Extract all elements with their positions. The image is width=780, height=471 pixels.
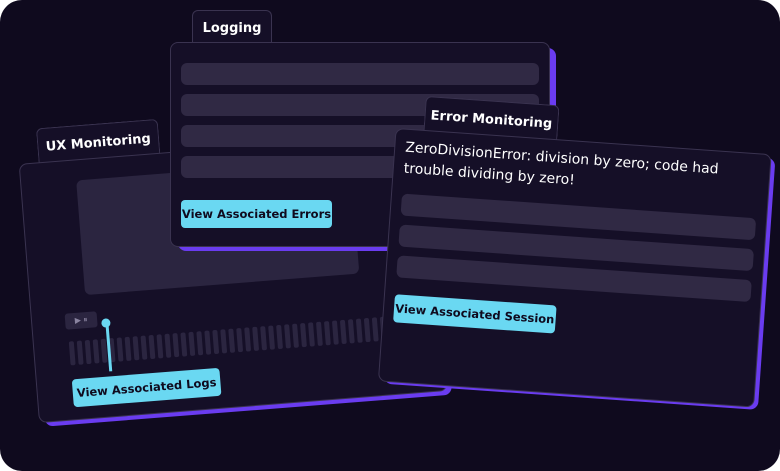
timeline-tick — [132, 336, 140, 361]
timeline-tick — [300, 322, 307, 348]
view-associated-session-button[interactable]: View Associated Session — [393, 294, 557, 334]
timeline-tick — [284, 324, 291, 349]
timeline-tick — [236, 327, 244, 353]
view-associated-logs-button[interactable]: View Associated Logs — [71, 367, 222, 408]
timeline-tick — [92, 339, 100, 364]
timeline-tick — [180, 332, 188, 357]
timeline-tick — [276, 324, 283, 350]
error-monitoring-panel: ZeroDivisionError: division by zero; cod… — [377, 127, 772, 408]
timeline-tick — [204, 330, 212, 355]
timeline-tick — [164, 333, 172, 358]
playhead-handle[interactable] — [101, 318, 111, 328]
logging-title: Logging — [202, 20, 262, 36]
timeline-tick — [355, 318, 363, 343]
timeline-tick — [268, 325, 276, 350]
play-pause-icon[interactable]: ▶ ⏸ — [64, 311, 98, 330]
timeline-tick — [244, 327, 252, 352]
timeline-tick — [363, 317, 371, 343]
timeline-tick — [156, 334, 164, 359]
error-message: ZeroDivisionError: division by zero; cod… — [403, 139, 720, 189]
ux-monitoring-title: UX Monitoring — [45, 130, 152, 155]
timeline-tick — [252, 326, 260, 352]
timeline-tick — [196, 331, 204, 356]
timeline-tick — [68, 341, 76, 366]
log-line — [181, 63, 539, 85]
timeline-tick — [292, 323, 299, 348]
timeline-tick — [323, 321, 331, 346]
timeline-tick — [124, 336, 132, 362]
timeline-track[interactable] — [68, 314, 415, 367]
timeline-tick — [148, 334, 156, 360]
timeline-tick — [331, 320, 339, 345]
timeline-tick — [260, 326, 268, 351]
timeline-tick — [84, 339, 92, 365]
timeline-tick — [371, 317, 379, 342]
timeline-tick — [228, 328, 236, 353]
timeline-tick — [347, 319, 355, 344]
timeline-tick — [220, 329, 228, 354]
timeline-tick — [172, 332, 180, 358]
timeline-tick — [188, 331, 196, 357]
timeline-tick — [308, 322, 315, 347]
timeline-tick — [140, 335, 148, 360]
error-monitoring-title: Error Monitoring — [430, 107, 553, 132]
logging-tab: Logging — [192, 10, 272, 45]
timeline-tick — [116, 337, 124, 362]
timeline-tick — [339, 319, 347, 345]
timeline-tick — [212, 329, 220, 355]
timeline-tick — [315, 321, 323, 346]
error-monitoring-window: Error Monitoring ZeroDivisionError: divi… — [377, 94, 780, 420]
timeline-tick — [76, 340, 84, 365]
view-associated-errors-button[interactable]: View Associated Errors — [181, 200, 332, 228]
